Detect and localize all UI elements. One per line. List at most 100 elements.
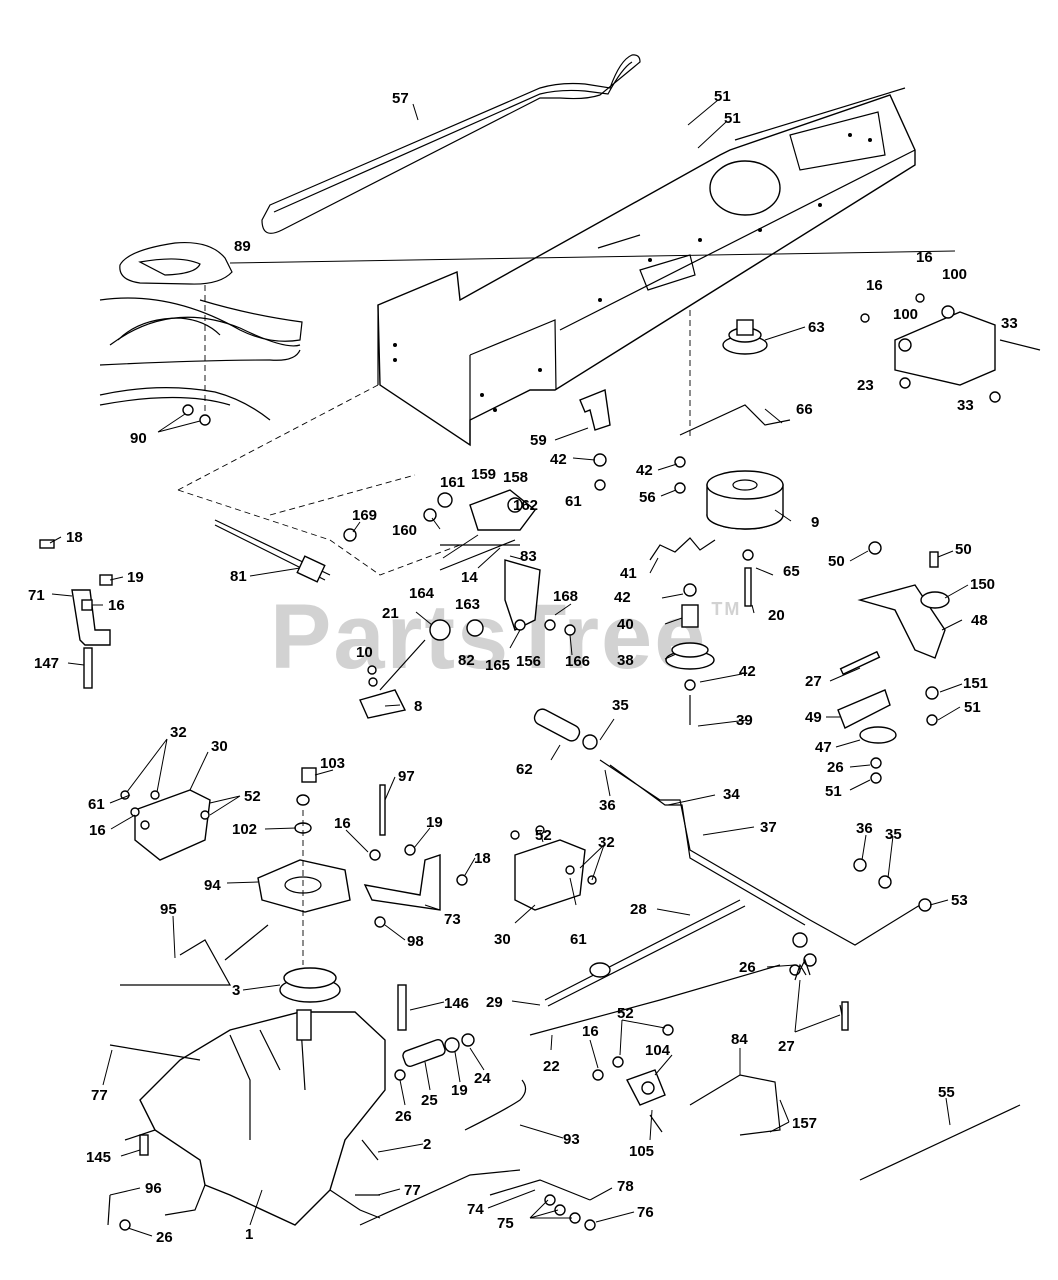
shift-rod-95[interactable] (120, 939, 232, 986)
callout-2: 2 (423, 1136, 431, 1153)
callout-42: 42 (614, 589, 631, 606)
callout-50: 50 (955, 541, 972, 558)
callout-96: 96 (145, 1180, 162, 1197)
callout-162: 162 (513, 497, 538, 514)
brake-linkage[interactable] (343, 489, 576, 637)
callout-158: 158 (503, 469, 528, 486)
bracket-73[interactable] (363, 854, 441, 911)
callout-104: 104 (645, 1042, 671, 1059)
callout-62: 62 (516, 761, 533, 778)
callout-52: 52 (617, 1005, 634, 1022)
brake-pedal-8[interactable] (359, 619, 451, 719)
seat-fender (119, 241, 233, 285)
callout-53: 53 (951, 892, 968, 909)
callout-160: 160 (392, 522, 417, 539)
spring-25[interactable] (402, 1038, 447, 1067)
callout-35: 35 (612, 697, 629, 714)
callout-161: 161 (440, 474, 465, 491)
callout-51: 51 (825, 783, 842, 800)
callout-16: 16 (334, 815, 351, 832)
bracket-71[interactable] (39, 539, 113, 689)
callout-42: 42 (550, 451, 567, 468)
hose-93[interactable] (464, 1079, 527, 1131)
bracket-59[interactable] (579, 389, 611, 431)
pulley-38[interactable] (665, 642, 715, 670)
drive-belt[interactable] (261, 54, 641, 234)
callout-51: 51 (964, 699, 981, 716)
callout-163: 163 (455, 596, 480, 613)
pto-clutch[interactable] (706, 470, 784, 530)
callout-16: 16 (916, 249, 933, 266)
callout-40: 40 (617, 616, 634, 633)
callout-30: 30 (494, 931, 511, 948)
callout-105: 105 (629, 1143, 654, 1160)
spring-41[interactable] (649, 537, 716, 561)
bracket-49[interactable] (837, 689, 897, 784)
spacer-40[interactable] (681, 604, 699, 628)
callout-30: 30 (211, 738, 228, 755)
callout-165: 165 (485, 657, 510, 674)
callout-20: 20 (768, 607, 785, 624)
callout-labels: 57 51 51 89 63 16 16 100 100 33 33 23 66… (28, 88, 1018, 1246)
callout-16: 16 (89, 822, 106, 839)
callout-33: 33 (957, 397, 974, 414)
callout-50: 50 (828, 553, 845, 570)
callout-103: 103 (320, 755, 345, 772)
callout-47: 47 (815, 739, 832, 756)
callout-100: 100 (942, 266, 967, 283)
idler-pulley-63[interactable] (722, 319, 768, 355)
callout-19: 19 (451, 1082, 468, 1099)
callout-90: 90 (130, 430, 147, 447)
callout-52: 52 (535, 827, 552, 844)
callout-16: 16 (108, 597, 125, 614)
callout-36: 36 (599, 797, 616, 814)
callout-61: 61 (565, 493, 582, 510)
spring-55[interactable] (859, 1104, 1021, 1181)
callout-59: 59 (530, 432, 547, 449)
callout-3: 3 (232, 982, 240, 999)
callout-41: 41 (620, 565, 637, 582)
callout-1: 1 (245, 1226, 253, 1243)
callout-24: 24 (474, 1070, 491, 1087)
callout-56: 56 (639, 489, 656, 506)
callout-26: 26 (827, 759, 844, 776)
idler-arm-48[interactable] (839, 541, 950, 726)
bracket-30-left[interactable] (120, 789, 211, 861)
callout-156: 156 (516, 653, 541, 670)
rod-22[interactable] (529, 964, 781, 1036)
callout-66: 66 (796, 401, 813, 418)
callout-78: 78 (617, 1178, 634, 1195)
rod-74[interactable] (489, 1179, 591, 1201)
callout-52: 52 (244, 788, 261, 805)
main-frame[interactable] (377, 87, 916, 447)
rod-28[interactable] (544, 899, 746, 1007)
callout-51: 51 (714, 88, 731, 105)
spring-2[interactable] (361, 1139, 379, 1161)
tension-rod-66[interactable] (679, 404, 791, 436)
bracket-100[interactable] (860, 293, 1041, 403)
callout-57: 57 (392, 90, 409, 107)
callout-157: 157 (792, 1115, 817, 1132)
callout-61: 61 (570, 931, 587, 948)
callout-16: 16 (866, 277, 883, 294)
handle-grip-62[interactable] (532, 707, 582, 744)
transmission-pulley-3[interactable] (279, 967, 341, 1003)
callout-51: 51 (724, 110, 741, 127)
callout-94: 94 (204, 877, 221, 894)
rod-84[interactable] (689, 1074, 781, 1136)
cooling-fan-94[interactable] (257, 794, 351, 913)
callout-159: 159 (471, 466, 496, 483)
callout-29: 29 (486, 994, 503, 1011)
callout-18: 18 (66, 529, 83, 546)
callout-22: 22 (543, 1058, 560, 1075)
bracket-104[interactable] (592, 1024, 674, 1106)
callout-38: 38 (617, 652, 634, 669)
bracket-30-center[interactable] (510, 825, 597, 911)
callout-146: 146 (444, 995, 469, 1012)
callout-21: 21 (382, 605, 399, 622)
callout-49: 49 (805, 709, 822, 726)
callout-19: 19 (426, 814, 443, 831)
leader-lines (49, 99, 969, 1237)
lift-rod-34[interactable] (599, 759, 921, 946)
